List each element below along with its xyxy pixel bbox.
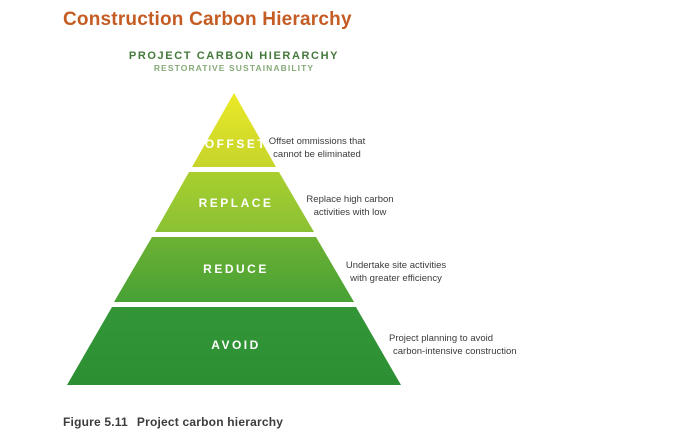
band-description-reduce: Undertake site activities with greater e… — [321, 259, 471, 285]
band-description-line: cannot be eliminated — [273, 149, 361, 160]
band-description-line: activities with low — [313, 207, 387, 218]
subtitle-line-2: RESTORATIVE SUSTAINABILITY — [153, 63, 315, 73]
band-description-avoid: Project planning to avoid carbon-intensi… — [389, 332, 539, 358]
band-label-reduce: REDUCE — [203, 262, 269, 276]
pyramid-band-reduce — [114, 237, 354, 302]
band-label-avoid: AVOID — [211, 338, 261, 352]
pyramid-band-avoid — [67, 307, 401, 385]
figure-caption-number: Figure 5.11 — [63, 415, 128, 429]
band-label-offset: OFFSET — [205, 137, 267, 151]
band-description-line: Undertake site activities — [345, 260, 447, 271]
band-label-replace: REPLACE — [199, 196, 274, 210]
band-description-line: Project planning to avoid — [389, 333, 494, 344]
band-description-offset: Offset ommissions that cannot be elimina… — [242, 135, 392, 161]
subtitle-line-1: PROJECT CARBON HIERARCHY — [128, 50, 340, 62]
pyramid-band-replace — [155, 172, 314, 232]
pyramid-band-offset — [192, 93, 276, 167]
band-description-line: Offset ommissions that — [268, 136, 366, 147]
band-description-line: Replace high carbon — [306, 194, 394, 205]
figure-caption: Figure 5.11 Project carbon hierarchy — [63, 415, 283, 429]
band-description-line: with greater efficiency — [350, 273, 442, 284]
pyramid-subtitle: PROJECT CARBON HIERARCHY RESTORATIVE SUS… — [84, 50, 384, 74]
figure-caption-text: Project carbon hierarchy — [136, 415, 284, 429]
band-description-line: carbon-intensive construction — [393, 346, 517, 357]
band-description-replace: Replace high carbon activities with low — [275, 193, 425, 219]
page-title: Construction Carbon Hierarchy — [63, 9, 352, 30]
